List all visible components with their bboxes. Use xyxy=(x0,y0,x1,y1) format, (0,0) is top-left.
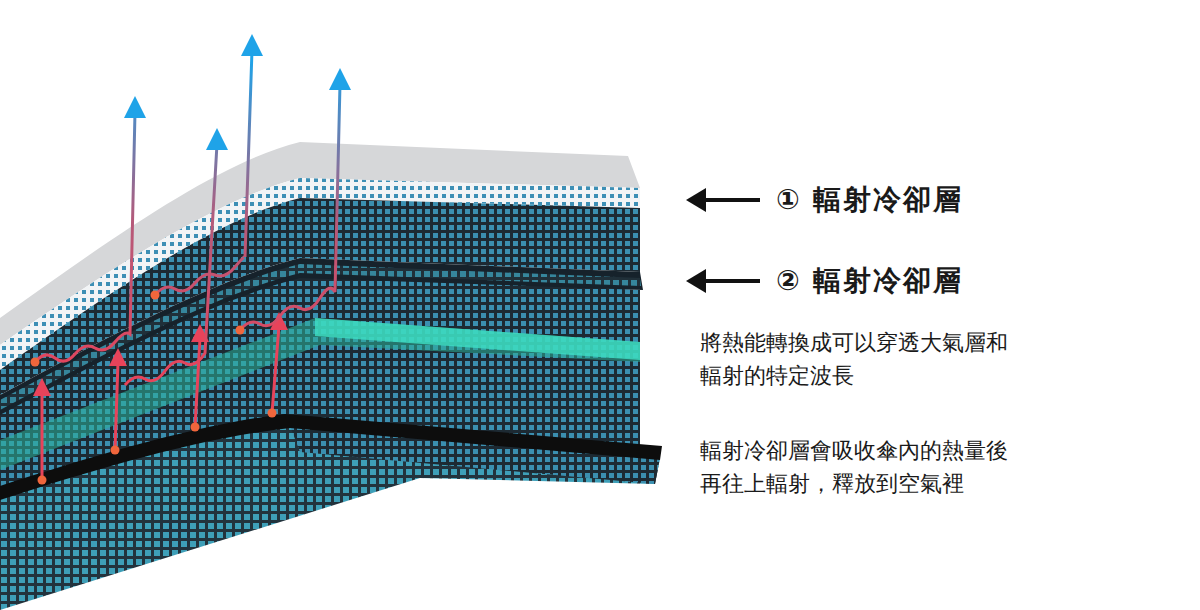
description-text: 輻射冷卻層會吸收傘內的熱量後 再往上輻射，釋放到空氣裡 xyxy=(700,434,1022,500)
layer-label: ① 輻射冷卻層 xyxy=(776,183,963,217)
description-text: 將熱能轉換成可以穿透大氣層和 輻射的特定波長 xyxy=(700,326,1022,392)
pointer-arrow xyxy=(686,269,760,293)
layer-label: ② 輻射冷卻層 xyxy=(776,264,963,298)
pointer-arrow xyxy=(686,188,760,212)
